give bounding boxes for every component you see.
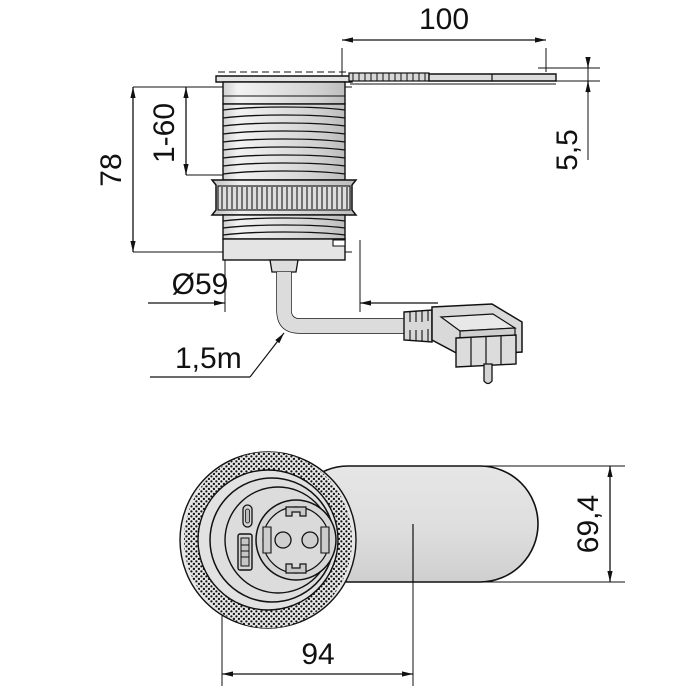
dimension-lid-width: 100 xyxy=(342,3,546,43)
strain-relief-ribs xyxy=(409,310,429,341)
plug-earth-pin xyxy=(483,363,493,385)
socket-pin-hole-right xyxy=(301,531,319,549)
dimension-lid-thickness: 5,5 xyxy=(551,57,591,171)
socket-body-elevation xyxy=(210,81,358,273)
leader-line-1-5m xyxy=(249,332,285,378)
dim-label-94: 94 xyxy=(301,638,334,671)
plug-pin-block-ribs xyxy=(470,336,502,366)
socket-rail-left xyxy=(262,526,272,554)
socket-face-plan xyxy=(209,477,337,603)
earth-clip-bottom xyxy=(285,563,307,574)
socket-rail-right xyxy=(320,526,330,554)
cable-body xyxy=(277,272,404,333)
lid-hinge-hatch xyxy=(352,73,426,81)
usb-a-port-contacts xyxy=(241,544,249,558)
usb-c-port-slot xyxy=(245,508,250,524)
bottom-plan-view: 94 69,4 xyxy=(179,451,625,686)
dim-label-dia59: Ø59 xyxy=(172,268,229,301)
side-elevation-view: 100 5,5 78 1-60 Ø59 1,5m xyxy=(95,3,600,385)
body-upper-collar xyxy=(222,81,346,105)
knurl-band xyxy=(217,185,351,211)
dimension-plan-height: 69,4 xyxy=(572,466,613,582)
socket-pin-hole-left xyxy=(274,531,292,549)
usb-a-port-cavity xyxy=(240,537,250,567)
body-top-flange xyxy=(215,75,353,83)
thread-ribs-upper xyxy=(222,106,346,175)
dim-label-1-60: 1-60 xyxy=(148,103,181,163)
cable-strain-relief xyxy=(403,309,433,343)
dim-label-cable-length: 1,5m xyxy=(175,342,242,375)
dim-label-694: 69,4 xyxy=(572,495,605,553)
housing-notch xyxy=(332,239,346,247)
dimension-adjust-range: 1-60 xyxy=(148,87,189,175)
dim-label-100: 100 xyxy=(419,3,469,36)
earth-clip-top xyxy=(285,506,307,517)
dimension-plan-width: 94 xyxy=(222,638,413,677)
dim-label-78: 78 xyxy=(95,153,128,186)
dim-label-55: 5,5 xyxy=(551,129,584,171)
cable-gland xyxy=(269,259,299,273)
dimension-body-height: 78 xyxy=(95,87,136,252)
lid-plate-elevation xyxy=(215,71,557,85)
body-bottom-housing xyxy=(222,238,346,261)
power-cable-assembly xyxy=(276,272,523,385)
dimension-bore-diameter: Ø59 xyxy=(148,268,438,306)
schuko-inner-circle xyxy=(262,506,330,574)
thread-ribs-lower xyxy=(222,217,346,236)
knurl-ribs xyxy=(221,187,348,209)
leader-cable-length: 1,5m xyxy=(150,332,285,378)
